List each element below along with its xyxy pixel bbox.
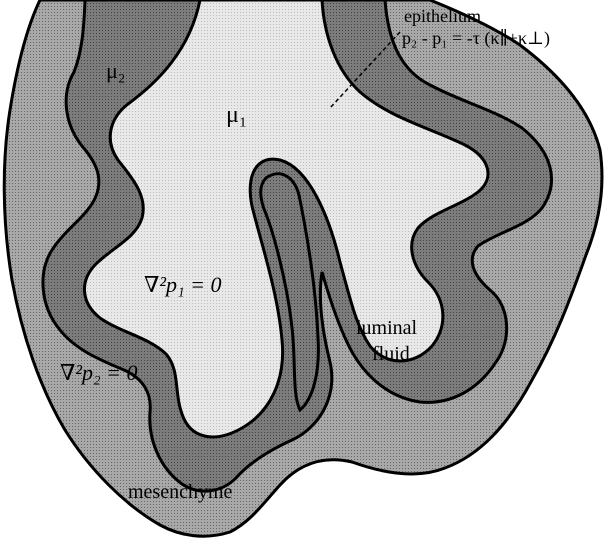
mu-1-label: μ₁ <box>226 102 247 128</box>
mu-2-label: μ₂ <box>106 58 125 83</box>
luminal-label-line1: luminal <box>356 317 418 339</box>
mesenchyme-label: mesenchyme <box>128 481 233 503</box>
luminal-label-line2: fluid <box>372 343 410 365</box>
epithelium-label: epithelium <box>404 6 481 26</box>
laplace-p2-label: ∇²p₂ = 0 <box>60 360 137 385</box>
pressure-jump-equation: p₂ - p₁ = -τ (κ∥+κ⊥) <box>402 28 550 49</box>
laplace-p1-label: ∇²p₁ = 0 <box>144 272 221 297</box>
